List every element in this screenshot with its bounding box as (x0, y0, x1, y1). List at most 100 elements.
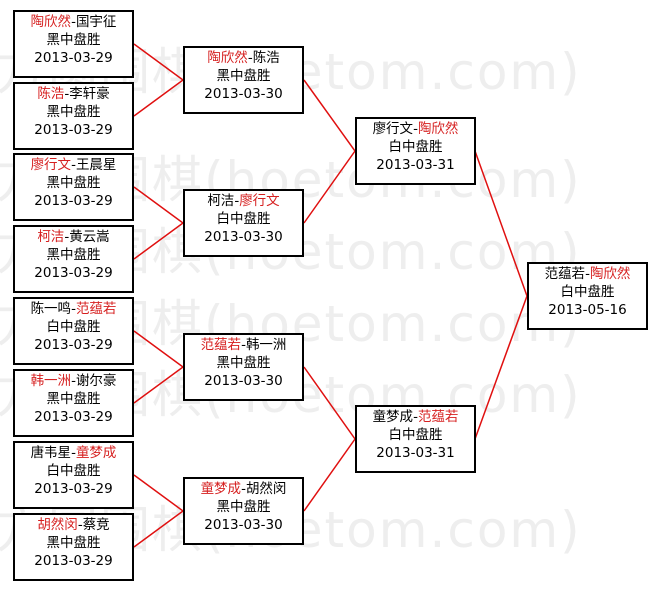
match-box: 韩一洲-谢尔豪 黑中盘胜 2013-03-29 (13, 369, 134, 437)
player-black: 陶欣然 (207, 50, 248, 66)
match-players: 柯洁-黄云嵩 (15, 228, 132, 246)
player-white: 范蕴若 (417, 409, 459, 425)
player-separator: - (585, 266, 590, 282)
match-result: 白中盘胜 (46, 319, 101, 335)
player-separator: - (71, 301, 76, 317)
match-result: 白中盘胜 (560, 284, 615, 300)
match-result: 黑中盘胜 (46, 32, 101, 48)
match-box: 唐韦星-童梦成 白中盘胜 2013-03-29 (13, 441, 134, 509)
player-black: 范蕴若 (200, 337, 242, 353)
bracket-line (303, 366, 356, 512)
player-black: 唐韦星 (30, 445, 72, 461)
player-black: 廖行文 (372, 121, 414, 137)
match-players: 童梦成-胡然闵 (185, 480, 302, 498)
player-separator: - (413, 121, 418, 137)
player-separator: - (71, 445, 76, 461)
player-white: 陶欣然 (589, 266, 631, 282)
player-white: 王晨星 (75, 157, 117, 173)
match-date: 2013-03-30 (204, 229, 283, 245)
match-result: 白中盘胜 (388, 427, 443, 443)
match-date: 2013-03-29 (34, 265, 113, 281)
match-box: 童梦成-范蕴若 白中盘胜 2013-03-31 (355, 405, 476, 473)
player-black: 童梦成 (200, 481, 242, 497)
player-separator: - (234, 193, 240, 209)
match-players: 陈浩-李轩豪 (15, 85, 132, 103)
bracket-line (133, 474, 185, 548)
player-black: 陶欣然 (30, 14, 72, 30)
bracket-line (303, 79, 356, 224)
match-players: 范蕴若-韩一洲 (185, 336, 302, 354)
match-date: 2013-03-31 (376, 157, 455, 173)
player-separator: - (241, 481, 246, 497)
player-white: 廖行文 (239, 193, 280, 209)
match-players: 胡然闵-蔡竞 (15, 516, 132, 534)
bracket-line (133, 330, 185, 404)
match-date: 2013-03-29 (34, 409, 113, 425)
match-result: 黑中盘胜 (216, 355, 271, 371)
player-separator: - (71, 14, 76, 30)
match-date: 2013-03-29 (34, 122, 113, 138)
match-box: 范蕴若-韩一洲 黑中盘胜 2013-03-30 (183, 333, 304, 401)
player-separator: - (71, 157, 76, 173)
bracket-line (133, 43, 185, 117)
player-white: 胡然闵 (245, 481, 287, 497)
player-black: 柯洁 (207, 193, 235, 209)
match-box: 柯洁-廖行文 白中盘胜 2013-03-30 (183, 189, 304, 257)
player-separator: - (413, 409, 418, 425)
match-result: 黑中盘胜 (46, 175, 101, 191)
player-white: 李轩豪 (69, 86, 110, 102)
match-result: 黑中盘胜 (216, 68, 271, 84)
match-result: 白中盘胜 (216, 211, 271, 227)
player-black: 陈浩 (37, 86, 65, 102)
match-players: 童梦成-范蕴若 (357, 408, 474, 426)
match-box: 廖行文-陶欣然 白中盘胜 2013-03-31 (355, 117, 476, 185)
player-black: 范蕴若 (544, 266, 586, 282)
match-result: 白中盘胜 (46, 463, 101, 479)
match-date: 2013-03-29 (34, 50, 113, 66)
match-date: 2013-05-16 (548, 302, 627, 318)
player-black: 廖行文 (30, 157, 72, 173)
player-white: 陈浩 (252, 50, 280, 66)
player-black: 童梦成 (372, 409, 414, 425)
player-white: 黄云嵩 (69, 229, 110, 245)
match-players: 韩一洲-谢尔豪 (15, 372, 132, 390)
player-black: 韩一洲 (30, 373, 72, 389)
match-date: 2013-03-29 (34, 193, 113, 209)
match-date: 2013-03-29 (34, 481, 113, 497)
match-result: 黑中盘胜 (46, 247, 101, 263)
match-date: 2013-03-29 (34, 337, 113, 353)
player-white: 童梦成 (75, 445, 117, 461)
match-players: 唐韦星-童梦成 (15, 444, 132, 462)
bracket-line (133, 186, 185, 260)
match-box: 童梦成-胡然闵 黑中盘胜 2013-03-30 (183, 477, 304, 545)
match-result: 黑中盘胜 (46, 104, 101, 120)
player-white: 谢尔豪 (75, 373, 117, 389)
player-separator: - (77, 517, 83, 533)
match-date: 2013-03-31 (376, 445, 455, 461)
match-players: 范蕴若-陶欣然 (529, 265, 646, 283)
player-separator: - (71, 373, 76, 389)
bracket-line (474, 150, 528, 440)
match-box: 廖行文-王晨星 黑中盘胜 2013-03-29 (13, 153, 134, 221)
player-separator: - (64, 86, 70, 102)
match-box: 陈浩-李轩豪 黑中盘胜 2013-03-29 (13, 82, 134, 150)
match-players: 陶欣然-陈浩 (185, 49, 302, 67)
player-separator: - (241, 337, 246, 353)
match-date: 2013-03-30 (204, 86, 283, 102)
player-white: 范蕴若 (75, 301, 117, 317)
match-box: 胡然闵-蔡竞 黑中盘胜 2013-03-29 (13, 513, 134, 581)
match-box: 柯洁-黄云嵩 黑中盘胜 2013-03-29 (13, 225, 134, 293)
match-players: 廖行文-陶欣然 (357, 120, 474, 138)
match-players: 柯洁-廖行文 (185, 192, 302, 210)
player-black: 柯洁 (37, 229, 65, 245)
match-date: 2013-03-30 (204, 517, 283, 533)
player-white: 国宇征 (75, 14, 117, 30)
player-black: 陈一鸣 (30, 301, 72, 317)
final-match-box: 范蕴若-陶欣然 白中盘胜 2013-05-16 (527, 262, 648, 330)
player-separator: - (64, 229, 70, 245)
match-result: 黑中盘胜 (216, 499, 271, 515)
player-white: 韩一洲 (245, 337, 287, 353)
match-date: 2013-03-29 (34, 553, 113, 569)
player-separator: - (247, 50, 253, 66)
match-box: 陶欣然-国宇征 黑中盘胜 2013-03-29 (13, 10, 134, 78)
